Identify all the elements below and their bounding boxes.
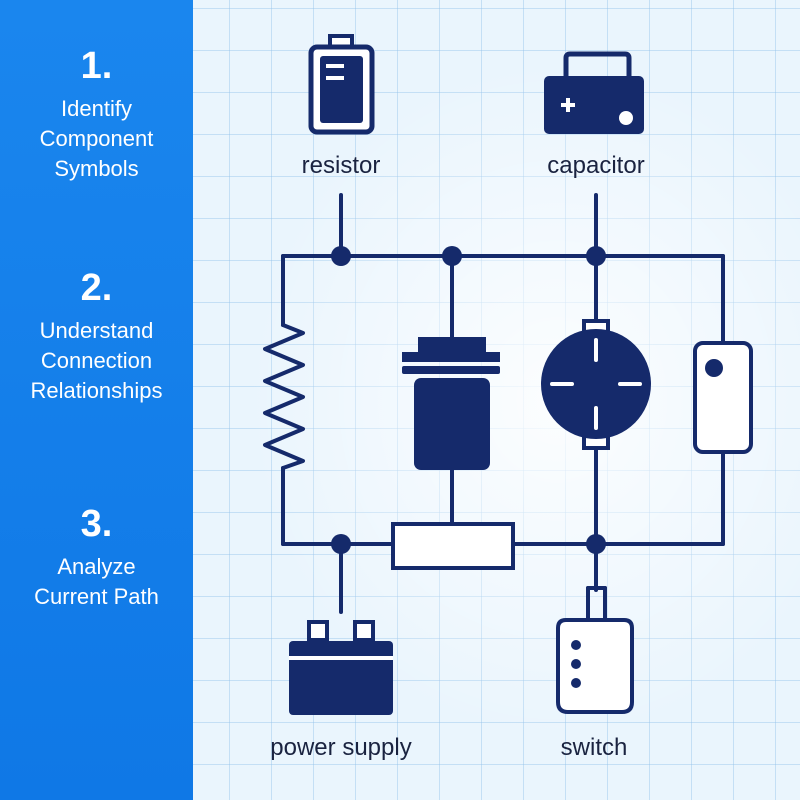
resistor-zigzag-symbol [263,323,305,470]
step-1-number: 1. [80,45,113,87]
inline-resistor-box [391,522,515,570]
junction-dot [442,246,462,266]
step-2-number: 2. [80,267,113,309]
battery-icon [308,34,375,135]
car-battery-icon [544,51,644,134]
junction-dot [586,534,606,554]
step-3: 3. Analyze Current Path [0,504,193,612]
indicator-component-icon [693,341,753,454]
motor-icon [541,319,651,450]
switch-icon [556,618,634,714]
step-3-number: 3. [80,503,113,545]
resistor-label: resistor [302,152,381,179]
step-2-text: Understand Connection Relationships [0,316,193,406]
step-2-line-3: Relationships [30,378,163,403]
cylinder-capacitor-icon [402,337,500,470]
step-3-text: Analyze Current Path [0,552,193,612]
steps-sidebar: 1. Identify Component Symbols 2. Underst… [0,0,193,800]
step-1-line-2: Component [39,126,154,151]
step-2-line-1: Understand [39,318,154,343]
step-3-line-2: Current Path [34,584,159,609]
junction-dot [331,246,351,266]
power-supply-icon [289,620,393,715]
step-2-line-2: Connection [40,348,153,373]
step-1-line-3: Symbols [54,156,139,181]
step-1-line-1: Identify [61,96,132,121]
step-2: 2. Understand Connection Relationships [0,268,193,406]
power-supply-label: power supply [270,734,411,761]
step-3-line-1: Analyze [57,554,136,579]
step-1: 1. Identify Component Symbols [0,46,193,184]
step-1-text: Identify Component Symbols [0,94,193,184]
junction-dot [586,246,606,266]
switch-label: switch [561,734,628,761]
junction-dot [331,534,351,554]
capacitor-label: capacitor [547,152,644,179]
